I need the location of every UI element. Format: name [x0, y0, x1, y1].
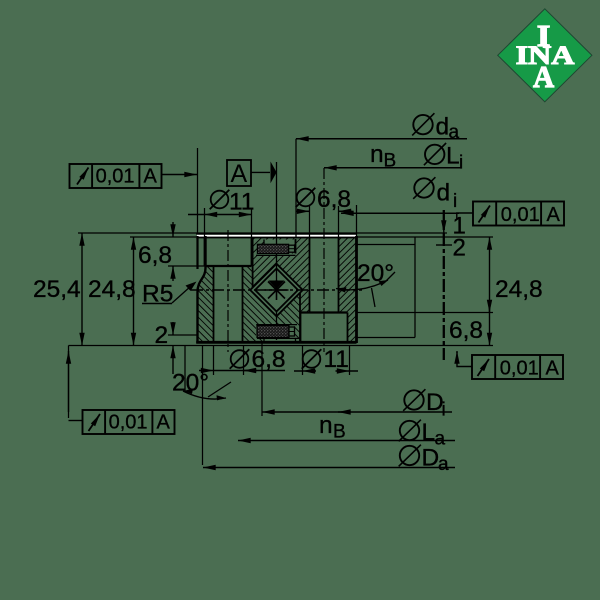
svg-text:d: d — [436, 114, 450, 141]
svg-text:0,01: 0,01 — [96, 166, 135, 188]
svg-text:2: 2 — [155, 322, 169, 349]
svg-text:D: D — [426, 389, 444, 416]
svg-text:i: i — [442, 400, 446, 421]
svg-text:6,8: 6,8 — [138, 242, 172, 269]
svg-text:INA: INA — [516, 41, 575, 70]
svg-text:A: A — [533, 59, 555, 94]
svg-text:n: n — [319, 412, 333, 439]
svg-text:A: A — [157, 412, 171, 434]
svg-text:d: d — [437, 180, 451, 207]
svg-text:2: 2 — [453, 235, 466, 262]
svg-text:L: L — [422, 419, 436, 446]
svg-text:a: a — [435, 429, 446, 450]
svg-text:0,01: 0,01 — [500, 357, 539, 379]
svg-text:D: D — [422, 445, 440, 472]
svg-text:A: A — [546, 357, 560, 379]
svg-text:24,8: 24,8 — [495, 276, 543, 303]
svg-text:a: a — [449, 122, 460, 143]
svg-text:A: A — [547, 204, 561, 226]
svg-text:0,01: 0,01 — [501, 204, 540, 226]
svg-text:n: n — [370, 141, 384, 168]
svg-text:B: B — [384, 151, 397, 172]
svg-text:20°: 20° — [357, 260, 394, 287]
svg-text:i: i — [459, 153, 463, 174]
svg-text:11: 11 — [324, 346, 349, 373]
svg-text:a: a — [438, 454, 449, 475]
svg-text:L: L — [446, 142, 460, 169]
svg-text:I: I — [537, 18, 551, 53]
svg-text:6,8: 6,8 — [317, 186, 351, 213]
svg-text:6,8: 6,8 — [449, 317, 483, 344]
svg-text:A: A — [231, 160, 248, 188]
svg-text:25,4: 25,4 — [33, 276, 81, 303]
svg-text:11: 11 — [229, 189, 254, 216]
svg-text:B: B — [333, 422, 346, 443]
svg-text:1: 1 — [453, 213, 466, 240]
svg-text:0,01: 0,01 — [109, 412, 148, 434]
svg-text:6,8: 6,8 — [252, 346, 286, 373]
svg-text:A: A — [144, 166, 158, 188]
svg-text:24,8: 24,8 — [88, 276, 136, 303]
svg-text:i: i — [453, 191, 457, 212]
